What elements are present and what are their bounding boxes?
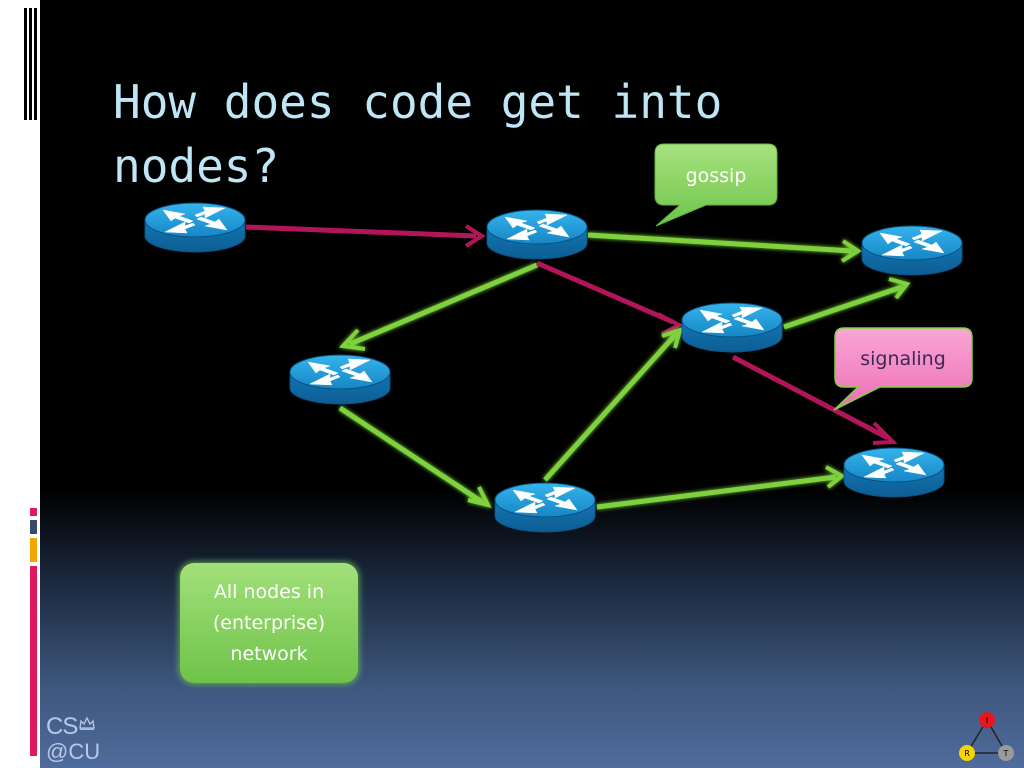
decorative-bar [30,566,37,756]
decorative-bar [30,538,37,562]
gossip-arrow [783,277,911,330]
router-icon [486,209,588,260]
gossip-arrow [338,405,492,508]
irt-logo-right: T [1003,749,1009,758]
gossip-arrow [338,262,538,351]
decorative-bar [30,520,37,534]
logo-cs: CS [46,713,78,740]
gossip-arrow [587,232,862,263]
gossip-arrow [596,465,846,510]
gossip-label: gossip [686,165,747,187]
note-box: All nodes in (enterprise) network [180,563,358,683]
router-icon [144,202,246,253]
decorative-bar [30,508,37,516]
slide-title: How does code get into nodes? [113,75,723,193]
note-text: All nodes in (enterprise) network [212,580,326,665]
irt-logo-top: I [986,716,988,725]
cs-at-cu-logo: CS @CU [46,713,101,764]
gossip-arrow [543,326,683,482]
signaling-arrow [536,260,684,336]
router-icon [861,225,963,276]
signaling-arrow [731,354,898,445]
signaling-arrow [245,224,486,248]
edges [245,224,911,510]
gossip-callout: gossip [654,143,778,227]
crown-icon [79,716,96,730]
router-icon [843,447,945,498]
irt-logo-left: R [964,749,970,758]
decorative-stripes [24,8,37,120]
irt-logo: I R T [959,712,1014,761]
signaling-label: signaling [860,348,946,370]
router-icon [289,354,391,405]
router-icon [494,482,596,533]
logo-at-cu: @CU [46,739,101,764]
signaling-callout: signaling [833,327,973,411]
router-icon [681,302,783,353]
